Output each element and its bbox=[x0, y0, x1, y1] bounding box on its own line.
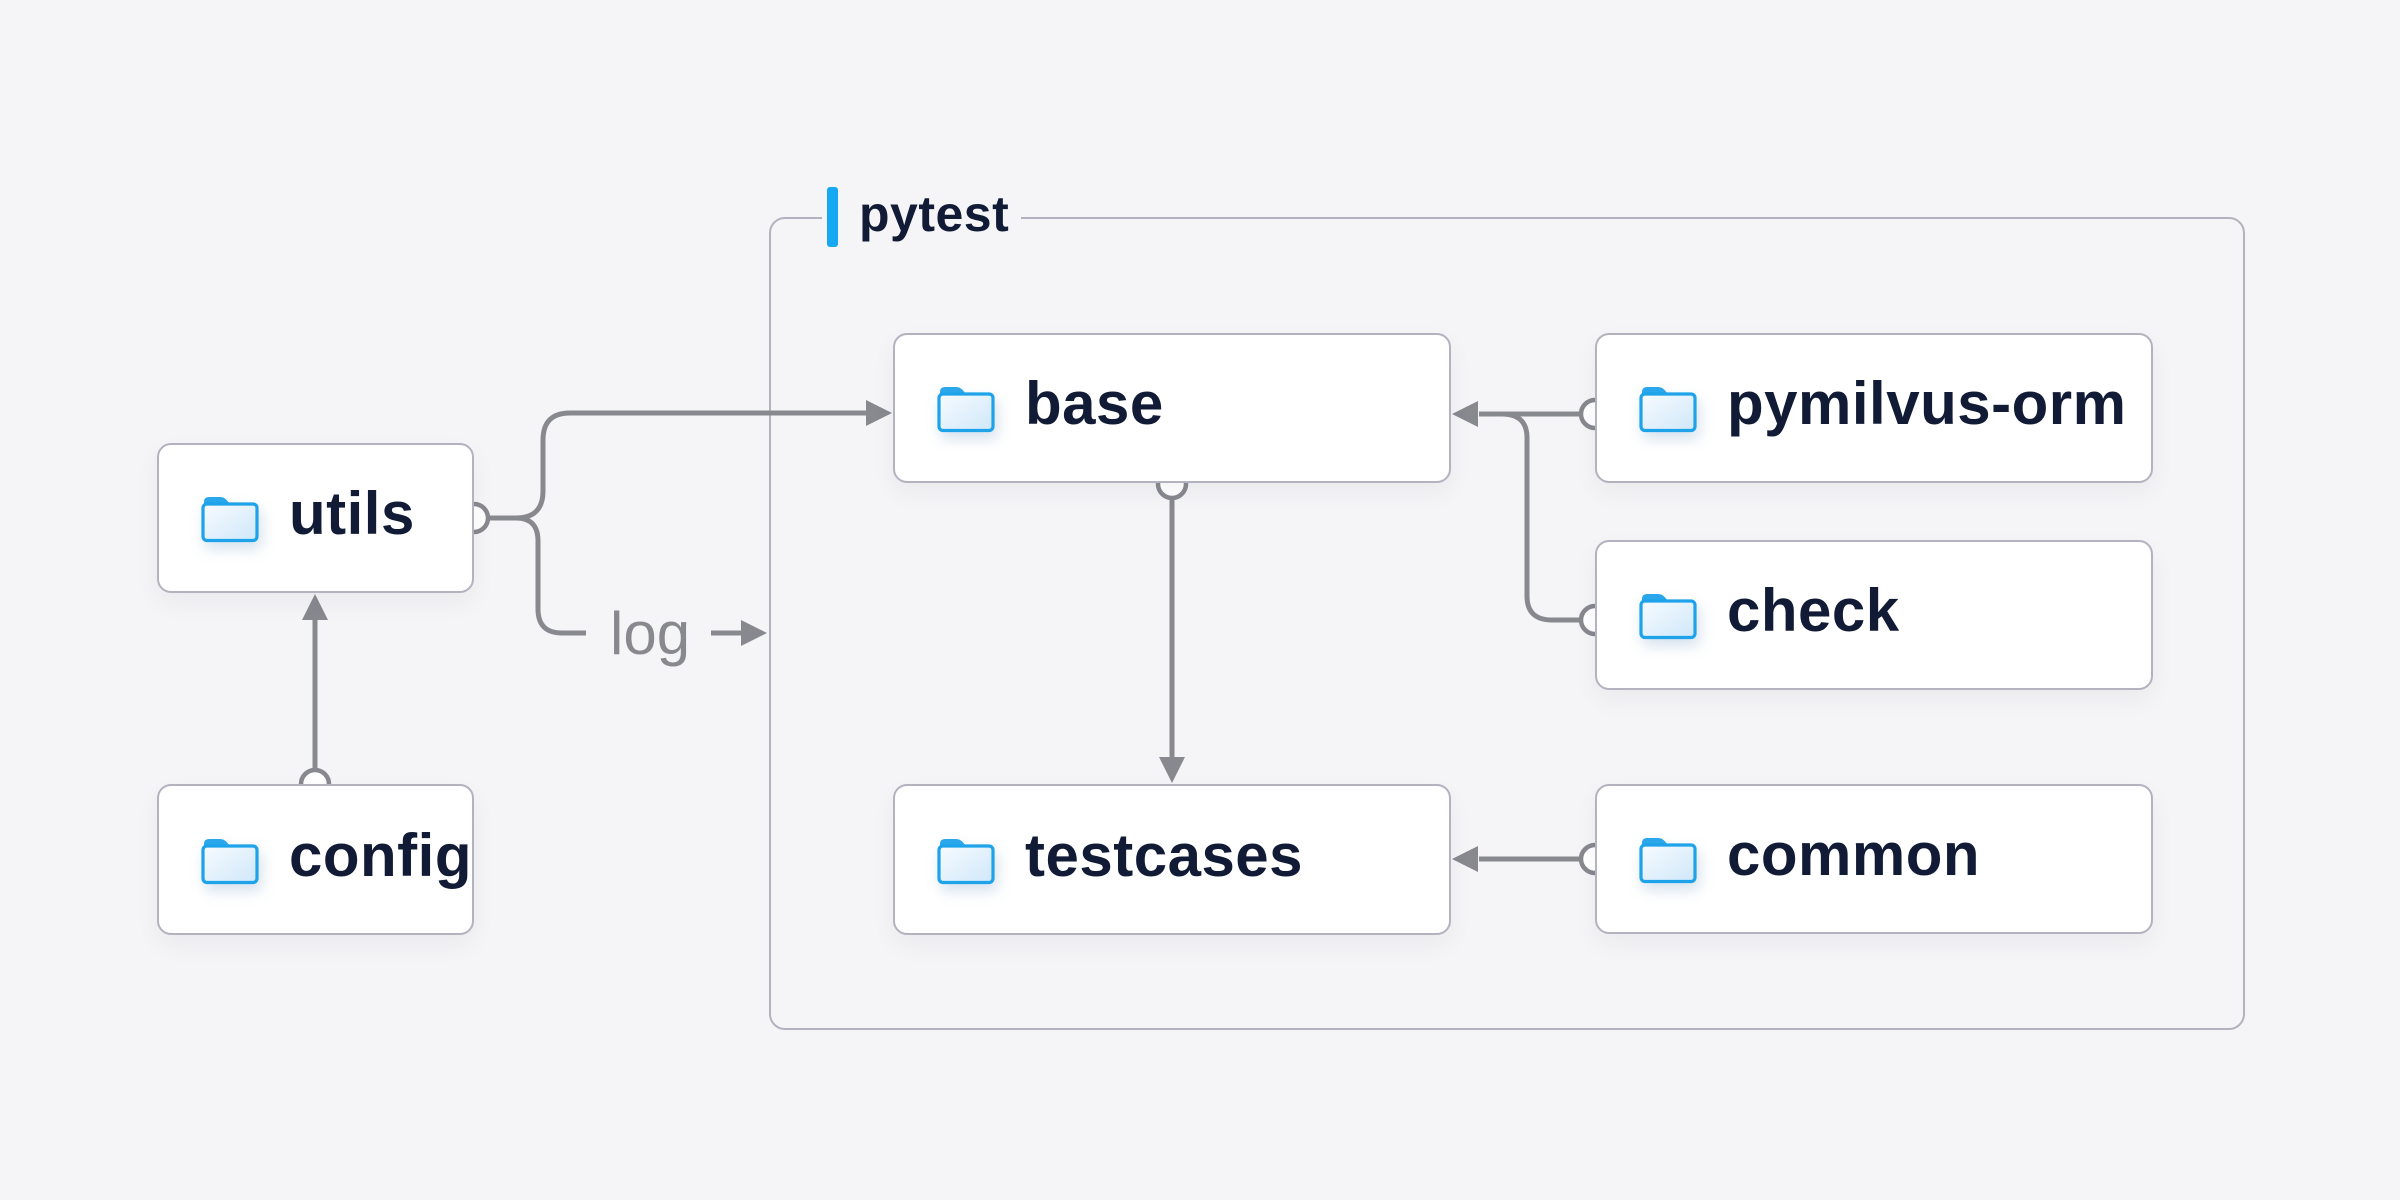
node-base[interactable]: base bbox=[893, 333, 1451, 483]
node-pymilvus-orm[interactable]: pymilvus-orm bbox=[1595, 333, 2153, 483]
edge-utils-log bbox=[515, 515, 586, 636]
edge-utils-base bbox=[515, 410, 866, 521]
folder-icon bbox=[1637, 834, 1699, 884]
node-label: testcases bbox=[1025, 821, 1304, 889]
pytest-group-label: pytest bbox=[822, 186, 1022, 247]
arrowhead-into-testcases-top bbox=[1159, 757, 1185, 783]
folder-icon bbox=[1637, 383, 1699, 433]
folder-icon bbox=[935, 835, 997, 885]
folder-icon bbox=[935, 383, 997, 433]
edge-check-base bbox=[1480, 411, 1581, 623]
group-label-text: pytest bbox=[859, 186, 1010, 242]
node-label: common bbox=[1727, 821, 1981, 888]
accent-bar bbox=[827, 187, 838, 247]
arrowhead-log bbox=[741, 620, 767, 646]
arrowhead-into-base-right bbox=[1452, 401, 1478, 427]
node-label: check bbox=[1727, 577, 1900, 644]
arrowhead-into-base-left bbox=[866, 400, 892, 426]
node-label: pymilvus-orm bbox=[1727, 370, 2127, 437]
node-label: utils bbox=[289, 480, 415, 547]
node-common[interactable]: common bbox=[1595, 784, 2153, 934]
node-label: config bbox=[289, 821, 472, 889]
node-config[interactable]: config bbox=[157, 784, 474, 935]
arrowhead-into-testcases-right bbox=[1452, 846, 1478, 872]
node-utils[interactable]: utils bbox=[157, 443, 474, 593]
folder-icon bbox=[199, 835, 261, 885]
node-testcases[interactable]: testcases bbox=[893, 784, 1451, 935]
log-edge-label: log bbox=[610, 600, 691, 667]
folder-icon bbox=[199, 493, 261, 543]
node-label: base bbox=[1025, 370, 1164, 437]
node-check[interactable]: check bbox=[1595, 540, 2153, 690]
arrowhead-into-utils bbox=[302, 594, 328, 620]
folder-icon bbox=[1637, 590, 1699, 640]
pytest-group-box bbox=[769, 217, 2245, 1030]
